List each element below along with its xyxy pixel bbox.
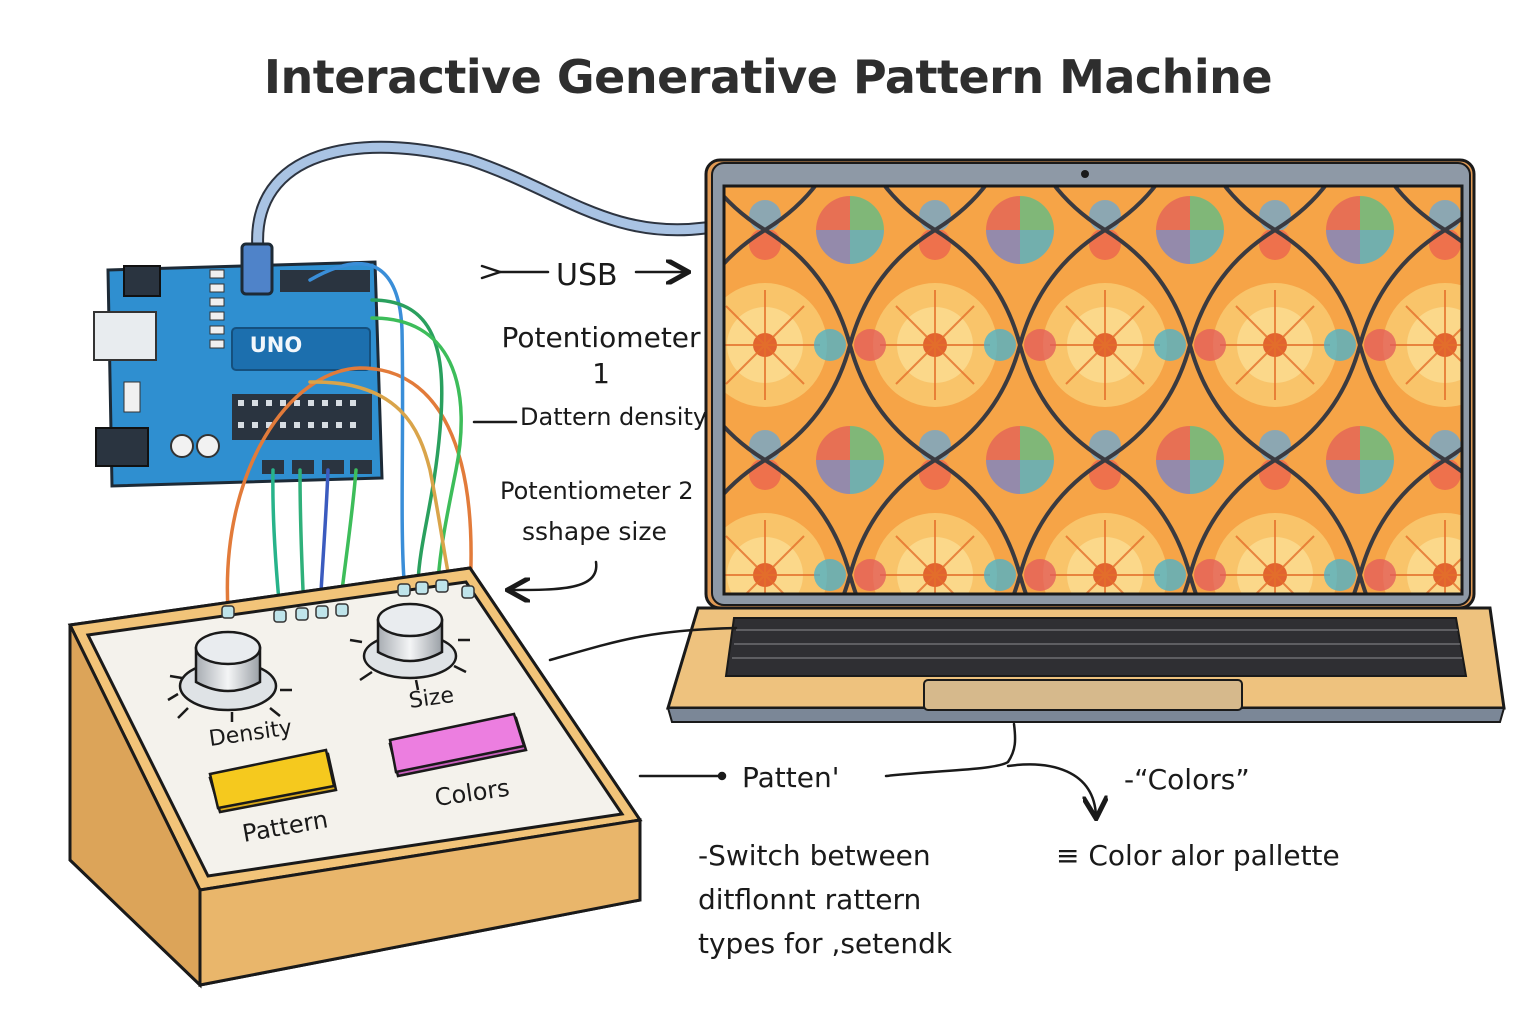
size-knob[interactable] — [349, 602, 470, 691]
pattern-description-line2: ditflonnt rattern — [698, 883, 922, 916]
wire — [271, 468, 282, 614]
wire — [225, 366, 473, 612]
pot1-description: Dattern density — [520, 403, 708, 431]
annotation-arrows — [472, 266, 1096, 816]
laptop-screen-pattern — [722, 184, 1464, 596]
usb-label: USB — [556, 258, 618, 293]
jumper-wires — [225, 261, 473, 614]
pot1-title-line1: Potentiometer — [501, 321, 701, 354]
control-box: Density Size Pattern Colors — [67, 566, 643, 989]
pattern-description: -Switch between ditflonnt rattern types … — [698, 834, 952, 966]
power-jack — [95, 427, 149, 467]
usb-connector — [240, 242, 274, 296]
usb-port — [93, 311, 157, 361]
pot2-description: sshape size — [522, 517, 667, 546]
wire — [308, 261, 406, 582]
page-title: Interactive Generative Pattern Machine — [263, 50, 1273, 104]
colors-description-text: Color alor pallette — [1088, 839, 1340, 872]
trackpad — [923, 679, 1243, 711]
board-label: UNO — [250, 333, 302, 357]
pot2-title: Potentiometer 2 — [500, 477, 694, 505]
pot1-title-line2: 1 — [592, 357, 610, 390]
keyboard — [724, 617, 1468, 677]
density-knob[interactable] — [167, 630, 292, 722]
colors-description: ≡ Color alor pallette — [1056, 838, 1340, 874]
arduino-board: UNO — [93, 242, 384, 488]
pot1-title: Potentiometer 1 — [496, 320, 706, 392]
wire — [308, 380, 452, 584]
colors-button-cap — [388, 712, 526, 774]
wire — [370, 316, 463, 584]
size-label: Size — [407, 683, 455, 714]
pattern-button[interactable] — [208, 748, 338, 814]
pattern-description-line1: -Switch between — [698, 839, 931, 872]
webcam — [1081, 170, 1089, 178]
pattern-arrow-label: Patten' — [742, 761, 840, 794]
colors-button[interactable] — [388, 712, 528, 778]
laptop — [665, 158, 1506, 723]
colors-description-dash-icon: ≡ — [1056, 839, 1080, 872]
pattern-button-cap — [208, 748, 336, 810]
wire — [370, 298, 444, 584]
colors-label: -“Colors” — [1124, 763, 1250, 796]
pattern-description-line3: types for ,setendk — [698, 927, 953, 960]
